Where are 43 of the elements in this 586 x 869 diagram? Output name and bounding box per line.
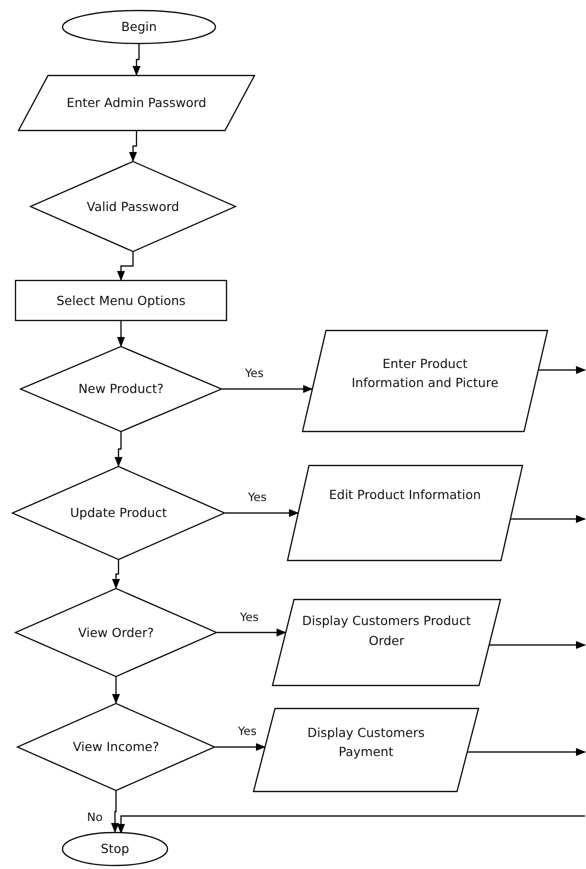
arrow — [467, 748, 586, 756]
arrow — [111, 791, 119, 833]
input-output-parallelogram — [18, 75, 255, 131]
node-text: Display Customers Product Order — [302, 612, 472, 650]
arrow — [510, 515, 586, 523]
node-text: Valid Password — [86, 198, 180, 216]
node-text: Update Product — [70, 504, 167, 522]
arrow — [117, 815, 585, 834]
arrow — [129, 131, 138, 162]
node-text: Edit Product Information — [329, 486, 481, 504]
arrow — [489, 641, 586, 649]
node-text: Begin — [121, 18, 157, 36]
node-text: Enter Admin Password — [66, 94, 206, 112]
node-text: Display Customers Payment — [306, 724, 426, 761]
node-text: Enter Product Information and Picture — [350, 354, 500, 392]
arrow — [217, 628, 287, 636]
decision-diamond — [30, 161, 236, 252]
arrow — [132, 44, 140, 76]
node-text: View Order? — [78, 624, 154, 642]
node-text: New Product? — [78, 380, 164, 398]
input-output-parallelogram — [302, 330, 548, 432]
input-output-parallelogram — [272, 599, 501, 686]
input-output-parallelogram — [287, 465, 523, 561]
arrow — [112, 560, 120, 589]
decision-diamond — [15, 588, 217, 677]
arrow — [112, 677, 120, 704]
decision-diamond — [17, 703, 215, 791]
arrow — [222, 385, 314, 393]
decision-diamond — [12, 466, 225, 560]
decision-diamond — [20, 346, 222, 432]
terminal-oval — [62, 10, 216, 44]
arrow — [117, 252, 134, 281]
arrow — [538, 366, 586, 374]
node-text: Select Menu Options — [56, 292, 186, 310]
arrow — [225, 509, 299, 517]
process-box — [15, 280, 227, 321]
arrow — [117, 321, 125, 347]
edge-label: Yes — [239, 610, 260, 624]
node-text: View Income? — [72, 738, 160, 756]
node-text: Stop — [100, 840, 130, 858]
arrow — [114, 432, 122, 467]
terminal-oval — [62, 832, 168, 866]
arrow — [215, 743, 266, 751]
